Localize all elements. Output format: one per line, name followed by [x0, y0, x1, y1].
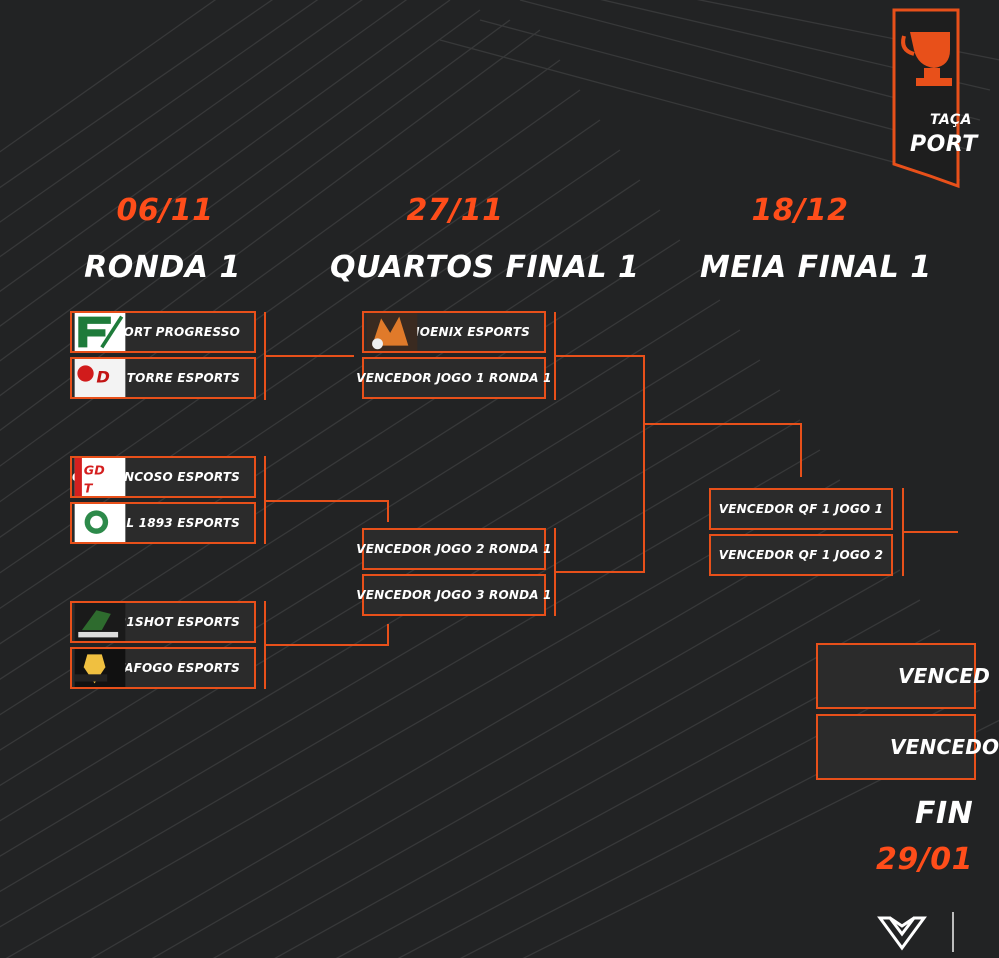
- slot-label: VENCEDOR JOGO 1 RONDA 1: [356, 371, 552, 385]
- team-name: 21SHOT ESPORTS: [117, 615, 240, 629]
- slot-label: VENCEDO: [890, 735, 999, 759]
- team-slot-naval-1893: NAVAL 1893 ESPORTS: [70, 502, 256, 544]
- final-date: 29/01: [876, 842, 973, 877]
- semis-slot-qf1-game2: VENCEDOR QF 1 JOGO 2: [709, 534, 893, 576]
- round1-date: 06/11: [116, 193, 214, 228]
- afd-torre-logo: D: [74, 359, 126, 397]
- team-name: SPORT PROGRESSO: [105, 325, 240, 339]
- team-slot-botafogo: BOTAFOGO ESPORTS: [70, 647, 256, 689]
- semis-title: MEIA FINAL 1: [700, 250, 932, 285]
- semis-date: 18/12: [751, 193, 849, 228]
- team-name: NAVAL 1893 ESPORTS: [89, 516, 240, 530]
- team-slot-21shot: 21SHOT ESPORTS: [70, 601, 256, 643]
- bracket-line: [554, 355, 644, 357]
- svg-text:GD: GD: [84, 462, 105, 477]
- phoenix-logo: [366, 313, 418, 351]
- quarters-slot-winner-game1: VENCEDOR JOGO 1 RONDA 1: [356, 357, 552, 399]
- svg-text:D: D: [96, 368, 110, 387]
- slot-label: VENCEDOR JOGO 3 RONDA 1: [356, 588, 552, 602]
- svg-text:T: T: [84, 480, 94, 495]
- slot-label: VENCEDOR QF 1 JOGO 2: [718, 548, 884, 562]
- quarters-date: 27/11: [406, 193, 504, 228]
- trophy-badge: [892, 8, 960, 189]
- quarters-slot-winner-game2: VENCEDOR JOGO 2 RONDA 1: [356, 528, 552, 570]
- slot-label: VENCED: [898, 664, 991, 688]
- sport-progresso-logo: [74, 313, 126, 351]
- bracket-line: [643, 355, 645, 573]
- gd-trancoso-logo: GD T: [74, 458, 126, 496]
- final-title: FIN: [915, 796, 974, 831]
- trophy-text-line2: PORT: [910, 132, 978, 157]
- quarters-title: QUARTOS FINAL 1: [330, 250, 640, 285]
- bracket-line: [902, 531, 958, 533]
- bracket-line: [264, 500, 388, 502]
- semis-slot-qf1-game1: VENCEDOR QF 1 JOGO 1: [709, 488, 893, 530]
- 21shot-logo: [74, 603, 126, 641]
- trophy-text-line1: TAÇA: [930, 112, 972, 128]
- team-name: AFD TORRE ESPORTS: [94, 371, 240, 385]
- team-name: PHOENIX ESPORTS: [400, 325, 530, 339]
- team-slot-phoenix: PHOENIX ESPORTS: [362, 311, 546, 353]
- final-slot-1: VENCED: [816, 643, 990, 709]
- bracket-line: [264, 355, 354, 357]
- final-slot-2: VENCEDO: [816, 714, 999, 780]
- botafogo-logo: [74, 649, 126, 687]
- divider: [952, 912, 954, 952]
- team-slot-afd-torre: D AFD TORRE ESPORTS: [70, 357, 256, 399]
- naval-1893-logo: [74, 504, 126, 542]
- team-slot-sport-progresso: SPORT PROGRESSO: [70, 311, 256, 353]
- team-name: BOTAFOGO ESPORTS: [96, 661, 240, 675]
- bracket-line: [554, 571, 644, 573]
- round1-title: RONDA 1: [84, 250, 241, 285]
- bracket-line: [387, 500, 389, 522]
- bracket-line: [387, 624, 389, 646]
- quarters-slot-winner-game3: VENCEDOR JOGO 3 RONDA 1: [356, 574, 552, 616]
- brand-logo-icon: [877, 916, 927, 951]
- trophy-icon: [901, 32, 952, 86]
- bracket-line: [643, 423, 801, 425]
- bracket-line: [800, 423, 802, 477]
- slot-label: VENCEDOR QF 1 JOGO 1: [718, 502, 884, 516]
- bracket-line: [264, 644, 388, 646]
- slot-label: VENCEDOR JOGO 2 RONDA 1: [356, 542, 552, 556]
